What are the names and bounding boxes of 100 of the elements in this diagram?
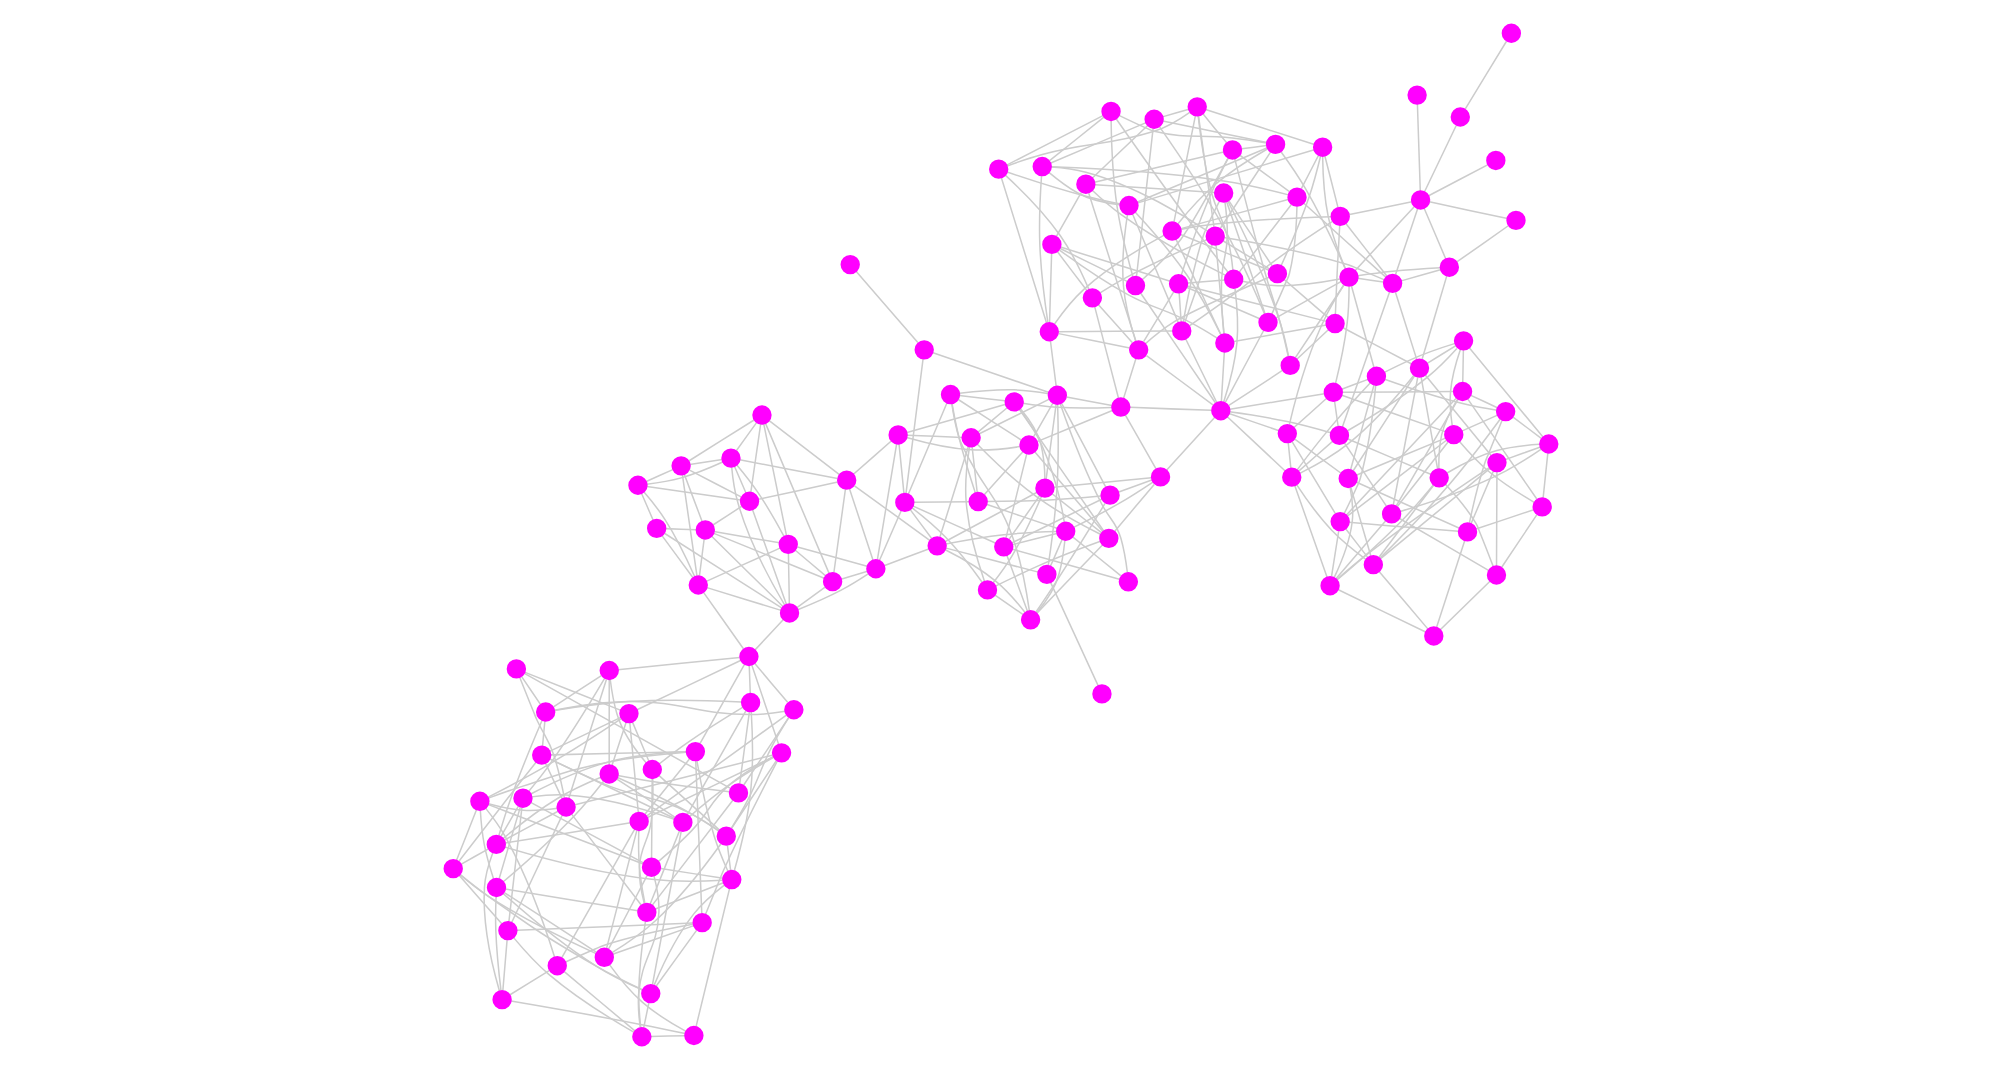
connector [644, 714, 787, 818]
node-circle [993, 537, 1013, 557]
node-circle [1449, 107, 1469, 127]
connector [522, 671, 621, 712]
connector [993, 594, 1023, 616]
node-circle [694, 520, 714, 540]
connector [486, 717, 622, 798]
connector [711, 505, 742, 526]
connector [1426, 163, 1488, 197]
node-circle [913, 340, 933, 360]
connector [1179, 198, 1288, 230]
connector [649, 777, 652, 860]
connector [1010, 548, 1120, 581]
connector [457, 761, 536, 862]
connector [705, 547, 780, 582]
connector [793, 549, 826, 577]
node-circle [1036, 564, 1056, 585]
connector [509, 1000, 685, 1035]
connector [616, 774, 730, 793]
connector [832, 488, 846, 574]
connector [1035, 409, 1113, 443]
connector [1422, 124, 1456, 193]
connector [1463, 40, 1507, 111]
connector [1438, 580, 1490, 631]
connector [854, 270, 918, 344]
connector [1005, 111, 1190, 167]
connector [1221, 287, 1238, 403]
node-circle [865, 559, 885, 579]
connector [1457, 440, 1534, 504]
connector [650, 830, 681, 986]
connector [559, 828, 635, 959]
connector [1017, 408, 1065, 524]
node-circle [1319, 576, 1339, 596]
connector [1182, 244, 1212, 324]
connector [957, 394, 1005, 402]
connector [528, 801, 644, 864]
connector [1474, 508, 1534, 530]
connector [698, 663, 745, 745]
node-circle [646, 518, 666, 539]
connector [1340, 394, 1445, 433]
node-circle [1118, 195, 1138, 216]
node-circle [1204, 226, 1224, 246]
connector [482, 852, 500, 992]
connector [1342, 442, 1387, 508]
connector [839, 570, 868, 580]
connector [1448, 348, 1461, 427]
connector [1286, 441, 1291, 469]
connector [912, 500, 969, 504]
node-circle [1212, 183, 1233, 203]
connector [1052, 234, 1164, 326]
node-circle [1098, 528, 1118, 549]
connector [1423, 374, 1492, 457]
connector [1219, 351, 1225, 403]
node-circle [738, 491, 759, 511]
connector [1135, 147, 1267, 203]
connector [1461, 348, 1464, 384]
connector [977, 398, 1050, 435]
connector [1437, 398, 1458, 470]
connector [1293, 438, 1341, 474]
node-circle [939, 384, 960, 405]
connector [483, 807, 555, 958]
node-circle [1337, 468, 1357, 489]
connector [741, 716, 789, 786]
connector [529, 794, 675, 821]
connector [1172, 114, 1196, 223]
node-circle [1505, 210, 1525, 230]
connector [478, 809, 494, 880]
connector [636, 829, 645, 905]
connector [904, 358, 923, 495]
connector [1064, 396, 1112, 407]
connector [1048, 538, 1062, 567]
connector [659, 867, 723, 879]
connector [1141, 291, 1174, 343]
connector [458, 873, 596, 955]
connector [795, 546, 867, 568]
node-circle [976, 580, 997, 600]
connector [552, 699, 742, 712]
connector [1096, 303, 1132, 344]
connector [749, 422, 761, 493]
node-circle [1362, 554, 1383, 575]
connector [1391, 376, 1418, 506]
connector [1223, 329, 1264, 404]
connector [737, 711, 750, 785]
node-circle [631, 1027, 651, 1047]
connector [606, 874, 648, 951]
connector [551, 674, 602, 708]
connector [458, 873, 643, 991]
node-circle [1186, 97, 1206, 117]
connector [548, 716, 621, 752]
connector [552, 700, 786, 716]
connector [1021, 402, 1112, 409]
connector [943, 491, 1037, 543]
node-circle [1257, 312, 1277, 332]
connector [648, 829, 680, 905]
node-circle [1031, 156, 1051, 177]
connector [1239, 144, 1267, 150]
connector [1273, 280, 1341, 319]
connector [1293, 283, 1344, 359]
connector [1394, 398, 1458, 508]
node-circle [1264, 134, 1285, 155]
